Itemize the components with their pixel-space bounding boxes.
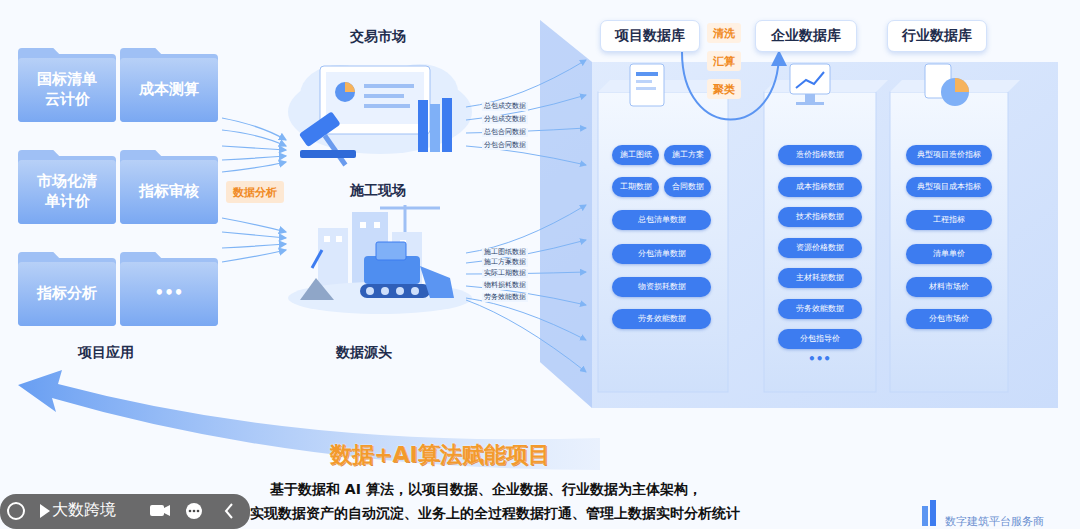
folder-box: 国标清单云计价 bbox=[18, 48, 116, 122]
node-text: 数据分析 bbox=[233, 185, 277, 200]
node-text: 物资损耗数据 bbox=[638, 282, 686, 292]
node-text: 施工方案 bbox=[672, 150, 704, 160]
pill-box: 材料市场价 bbox=[906, 277, 992, 297]
label-lcap: 实现数据资产的自动沉淀、业务上的全过程数据打通、管理上数据实时分析统计 bbox=[250, 505, 740, 523]
head-box: 项目数据库 bbox=[600, 20, 700, 52]
node-text: 工期数据 bbox=[620, 182, 652, 192]
node-text: 汇算 bbox=[713, 54, 735, 69]
label-ls: 实际工期数据 bbox=[482, 269, 528, 278]
title: 数据+AI算法赋能项目 bbox=[330, 440, 550, 470]
node-text: 成本指标数据 bbox=[796, 182, 844, 192]
pill-box: 技术指标数据 bbox=[778, 207, 862, 227]
label-ls: 施工方案数据 bbox=[482, 258, 528, 267]
node-text: 国标清单云计价 bbox=[35, 69, 99, 109]
label-ls: 总包合同数据 bbox=[482, 128, 528, 137]
pill-box: 工程指标 bbox=[906, 210, 992, 230]
node-text: 指标分析 bbox=[37, 283, 97, 303]
node-text: 材料市场价 bbox=[929, 282, 969, 292]
node-text: 主材耗损数据 bbox=[796, 273, 844, 283]
folder-box: 指标分析 bbox=[18, 252, 116, 326]
label-ls: 物料损耗数据 bbox=[482, 281, 528, 290]
node-text: 项目数据库 bbox=[615, 27, 685, 45]
label-lsec: 数据源头 bbox=[336, 344, 392, 362]
pill-box: 劳务效能数据 bbox=[778, 299, 862, 319]
pill-box: 分包市场价 bbox=[906, 309, 992, 329]
pill-box: 施工方案 bbox=[664, 145, 711, 165]
node-text: 分包市场价 bbox=[929, 314, 969, 324]
proc-box: 聚类 bbox=[707, 79, 741, 99]
node-text: 施工图纸 bbox=[620, 150, 652, 160]
label-ls: 分包合同数据 bbox=[482, 141, 528, 150]
label-lwm: 大数跨境 bbox=[52, 500, 116, 521]
label-ls: 总包成交数据 bbox=[482, 102, 528, 111]
pill-box: 典型项目成本指标 bbox=[906, 177, 992, 197]
node-text: 分包清单数据 bbox=[638, 249, 686, 259]
folder-box: ••• bbox=[120, 252, 218, 326]
pill-box: 工期数据 bbox=[612, 177, 659, 197]
pill-box: 典型项目造价指标 bbox=[906, 145, 992, 165]
pill-box: 清单单价 bbox=[906, 244, 992, 264]
folder-box: 成本测算 bbox=[120, 48, 218, 122]
label-ls: 劳务效能数据 bbox=[482, 293, 528, 302]
node-text: 合同数据 bbox=[672, 182, 704, 192]
node-text: 劳务效能数据 bbox=[638, 314, 686, 324]
label-lcap: 基于数据和 AI 算法，以项目数据、企业数据、行业数据为主体架构， bbox=[270, 481, 702, 499]
node-text: 聚类 bbox=[713, 82, 735, 97]
node-text: 指标审核 bbox=[139, 181, 199, 201]
head-box: 企业数据库 bbox=[755, 20, 857, 52]
node-text: 市场化清单计价 bbox=[35, 171, 99, 211]
flow-arrow bbox=[682, 52, 779, 120]
node-text: ••• bbox=[155, 283, 184, 303]
node-text: 清单单价 bbox=[933, 249, 965, 259]
label-ldot: ••• bbox=[808, 352, 831, 366]
pill-box: 分包指导价 bbox=[778, 329, 862, 349]
label-ls: 分包成交数据 bbox=[482, 115, 528, 124]
node-text: 分包指导价 bbox=[800, 334, 840, 344]
label-lsec: 项目应用 bbox=[78, 344, 134, 362]
node-text: 技术指标数据 bbox=[796, 212, 844, 222]
pill-box: 资源价格数据 bbox=[778, 238, 862, 258]
proc-box: 汇算 bbox=[707, 51, 741, 71]
node-text: 典型项目造价指标 bbox=[917, 150, 981, 160]
node-text: 工程指标 bbox=[933, 215, 965, 225]
head-box: 行业数据库 bbox=[887, 20, 987, 52]
orange-box: 数据分析 bbox=[226, 181, 284, 203]
pill-box: 主材耗损数据 bbox=[778, 268, 862, 288]
node-text: 资源价格数据 bbox=[796, 243, 844, 253]
proc-box: 清洗 bbox=[707, 23, 741, 43]
label-ls: 施工图纸数据 bbox=[482, 248, 528, 257]
folder-box: 市场化清单计价 bbox=[18, 150, 116, 224]
node-text: 企业数据库 bbox=[771, 27, 841, 45]
label-lh: 交易市场 bbox=[350, 28, 406, 46]
pill-box: 劳务效能数据 bbox=[612, 309, 711, 329]
pill-box: 施工图纸 bbox=[612, 145, 659, 165]
node-text: 清洗 bbox=[713, 26, 735, 41]
label-lh: 施工现场 bbox=[350, 182, 406, 200]
pill-box: 合同数据 bbox=[664, 177, 711, 197]
node-text: 总包清单数据 bbox=[638, 215, 686, 225]
node-text: 成本测算 bbox=[139, 79, 199, 99]
node-text: 典型项目成本指标 bbox=[917, 182, 981, 192]
folder-box: 指标审核 bbox=[120, 150, 218, 224]
node-text: 造价指标数据 bbox=[796, 150, 844, 160]
pill-box: 分包清单数据 bbox=[612, 244, 711, 264]
pill-box: 成本指标数据 bbox=[778, 177, 862, 197]
node-text: 行业数据库 bbox=[902, 27, 972, 45]
pill-box: 总包清单数据 bbox=[612, 210, 711, 230]
label-lwr: 数字建筑平台服务商 bbox=[945, 514, 1044, 529]
pill-box: 造价指标数据 bbox=[778, 145, 862, 165]
node-text: 劳务效能数据 bbox=[796, 304, 844, 314]
pill-box: 物资损耗数据 bbox=[612, 277, 711, 297]
